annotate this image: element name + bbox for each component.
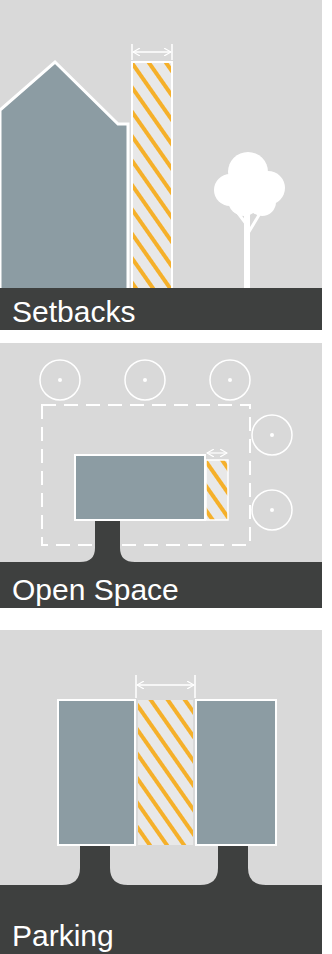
trees-plan [40,360,292,530]
parking-hatch [138,700,193,845]
panel-label: Setbacks [0,297,135,330]
driveways [0,845,322,905]
dimension-tick [135,675,137,698]
dimension-tick [194,675,196,698]
house-side [0,62,128,290]
panel-label: Parking [0,921,114,954]
house-plan [58,700,135,845]
panel-ground [0,630,322,954]
open-space-hatch [206,460,228,520]
dimension-tick [171,44,173,60]
tree [214,152,285,290]
driveway [0,520,322,575]
dimension-arrow [133,51,171,53]
panel-ground [0,0,322,330]
parking-panel [0,630,322,954]
lot-line [42,405,250,545]
dimension-arrow [207,452,227,453]
setback-hatch [132,62,172,290]
setbacks-panel [0,0,322,330]
house-plan [196,700,276,845]
dimension-arrow [137,684,194,686]
house-plan [75,455,205,520]
label-bar: Setbacks [0,288,322,330]
dimension-tick [131,44,133,60]
panel-label: Open Space [0,575,179,608]
label-bar: Open Space [0,575,322,608]
label-bar: Parking [0,905,322,954]
open-space-panel [0,343,322,608]
panel-ground [0,343,322,608]
